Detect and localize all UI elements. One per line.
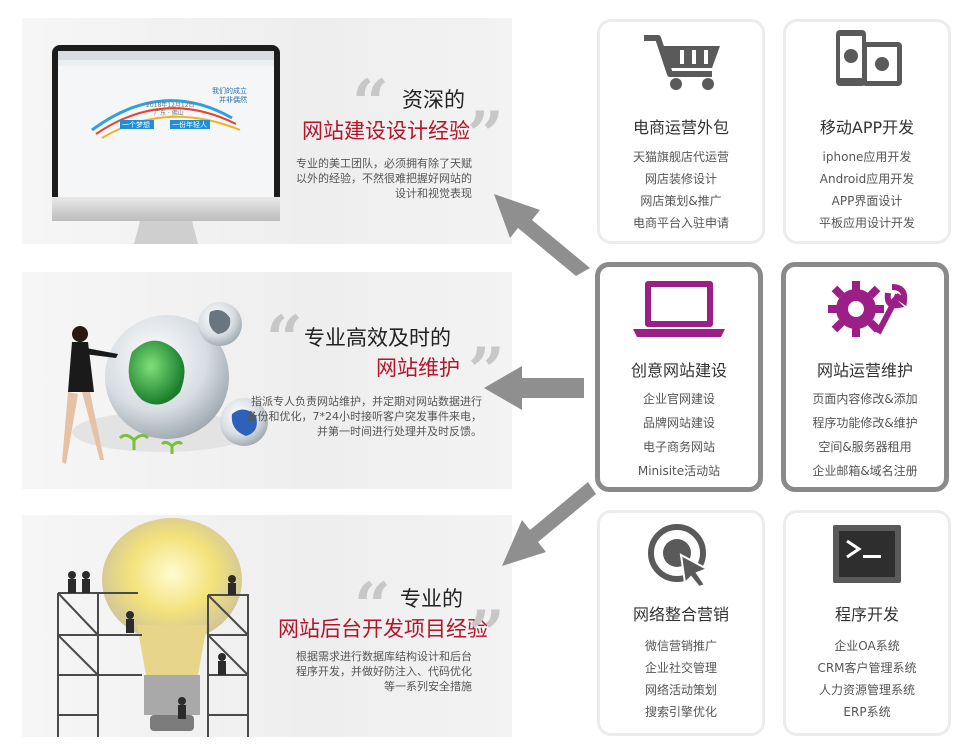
open-quote-icon: “	[352, 66, 389, 141]
screen-tagline: 我们的成立 并非偶然	[212, 87, 247, 104]
service-card-creative-website[interactable]: 创意网站建设 企业官网建设 品牌网站建设 电子商务网站 Minisite活动站	[595, 262, 763, 492]
screen-slogan-a: 一个梦想	[122, 121, 150, 129]
list-item[interactable]: Android应用开发	[819, 172, 915, 186]
card-title: 网站运营维护	[816, 361, 913, 380]
panel-heading-line2: 网站建设设计经验	[302, 119, 470, 143]
panel-heading-line1: 专业的	[400, 587, 463, 611]
card-title: 网络整合营销	[632, 605, 729, 624]
list-item[interactable]: 页面内容修改&添加	[812, 392, 918, 406]
list-item[interactable]: 企业OA系统	[834, 639, 900, 653]
shopping-cart-icon	[644, 35, 720, 90]
panel-web-design-experience: 我们的成立 并非偶然 2018年12月12日 广东 · 佛山 一个梦想 一份年轻…	[22, 18, 512, 244]
open-quote-icon: “	[354, 569, 391, 644]
list-item[interactable]: 天猫旗舰店代运营	[632, 150, 729, 164]
service-card-site-operations[interactable]: 网站运营维护 页面内容修改&添加 程序功能修改&维护 空间&服务器租用 企业邮箱…	[781, 262, 949, 492]
panel-backend-development: “ 专业的 网站后台开发项目经验 ” 根据需求进行数据库结构设计和后台 程序开发…	[22, 515, 512, 737]
panel-description: 指派专人负责网站维护，并定期对网站数据进行 备份和优化，7*24小时接听客户突发…	[246, 395, 483, 438]
close-quote-icon: ”	[468, 597, 505, 672]
card-title: 移动APP开发	[819, 118, 915, 137]
arrow-to-panel1-icon	[494, 194, 590, 276]
list-item[interactable]: 网络活动策划	[644, 683, 717, 697]
list-item[interactable]: 品牌网站建设	[642, 416, 715, 430]
card-item-list: 页面内容修改&添加 程序功能修改&维护 空间&服务器租用 企业邮箱&域名注册	[786, 387, 944, 483]
list-item[interactable]: 企业邮箱&域名注册	[812, 464, 918, 478]
target-cursor-icon	[648, 524, 710, 589]
service-card-ecommerce[interactable]: 电商运营外包 天猫旗舰店代运营 网店装修设计 网店策划&推广 电商平台入驻申请	[597, 19, 765, 244]
list-item[interactable]: 人力资源管理系统	[818, 683, 915, 697]
list-item[interactable]: ERP系统	[843, 705, 891, 719]
list-item[interactable]: 网店装修设计	[644, 172, 717, 186]
panel-heading-line2: 网站后台开发项目经验	[278, 617, 488, 641]
card-item-list: 企业OA系统 CRM客户管理系统 人力资源管理系统 ERP系统	[786, 635, 948, 723]
panel-heading-line2: 网站维护	[376, 356, 460, 380]
card-title: 创意网站建设	[630, 361, 727, 380]
screen-slogan-b: 一份年轻人	[172, 121, 207, 129]
list-item[interactable]: 网店策划&推广	[640, 194, 722, 208]
list-item[interactable]: 企业官网建设	[642, 392, 715, 406]
arrow-to-panel3-icon	[502, 482, 596, 566]
service-card-program-development[interactable]: 程序开发 企业OA系统 CRM客户管理系统 人力资源管理系统 ERP系统	[783, 510, 951, 736]
lightbulb-scaffold-illustration	[57, 518, 249, 737]
mobile-devices-icon	[836, 30, 902, 86]
panel-heading-line1: 专业高效及时的	[304, 326, 451, 350]
list-item[interactable]: APP界面设计	[831, 194, 903, 208]
service-card-mobile-app[interactable]: 移动APP开发 iphone应用开发 Android应用开发 APP界面设计 平…	[783, 19, 951, 244]
list-item[interactable]: 程序功能修改&维护	[812, 416, 918, 430]
open-quote-icon: “	[266, 302, 303, 377]
card-item-list: iphone应用开发 Android应用开发 APP界面设计 平板应用设计开发	[786, 146, 948, 234]
card-title: 程序开发	[834, 605, 899, 624]
terminal-icon	[833, 525, 901, 583]
panel-website-maintenance: “ 专业高效及时的 网站维护 ” 指派专人负责网站维护，并定期对网站数据进行 备…	[22, 272, 512, 489]
panel-heading-line1: 资深的	[402, 88, 465, 112]
service-card-integrated-marketing[interactable]: 网络整合营销 微信营销推广 企业社交管理 网络活动策划 搜索引擎优化	[597, 510, 765, 736]
card-item-list: 微信营销推广 企业社交管理 网络活动策划 搜索引擎优化	[600, 635, 762, 723]
card-item-list: 天猫旗舰店代运营 网店装修设计 网店策划&推广 电商平台入驻申请	[600, 146, 762, 234]
list-item[interactable]: 企业社交管理	[644, 661, 717, 675]
card-item-list: 企业官网建设 品牌网站建设 电子商务网站 Minisite活动站	[600, 387, 758, 483]
list-item[interactable]: iphone应用开发	[822, 150, 912, 164]
list-item[interactable]: 平板应用设计开发	[818, 216, 915, 230]
list-item[interactable]: 电商平台入驻申请	[632, 216, 729, 230]
close-quote-icon: ”	[467, 98, 504, 173]
list-item[interactable]: 搜索引擎优化	[644, 705, 717, 719]
panel-description: 根据需求进行数据库结构设计和后台 程序开发，并做好防注入、代码优化 等一系列安全…	[296, 650, 472, 693]
arrow-to-panel2-icon	[484, 366, 584, 410]
panel-description: 专业的美工团队，必须拥有除了天赋 以外的经验，不然很难把握好网站的 设计和视觉表…	[296, 157, 472, 200]
list-item[interactable]: 微信营销推广	[644, 639, 717, 653]
screen-sub: 广东 · 佛山	[154, 110, 184, 117]
list-item[interactable]: Minisite活动站	[637, 464, 721, 478]
card-title: 电商运营外包	[632, 118, 729, 137]
list-item[interactable]: 空间&服务器租用	[818, 440, 912, 454]
list-item[interactable]: 电子商务网站	[642, 440, 715, 454]
globe-illustration	[62, 302, 268, 464]
monitor-illustration	[52, 45, 280, 244]
laptop-icon	[633, 281, 725, 337]
gear-wrench-icon	[828, 281, 908, 337]
screen-date: 2018年12月12日	[146, 102, 195, 109]
list-item[interactable]: CRM客户管理系统	[817, 661, 917, 675]
